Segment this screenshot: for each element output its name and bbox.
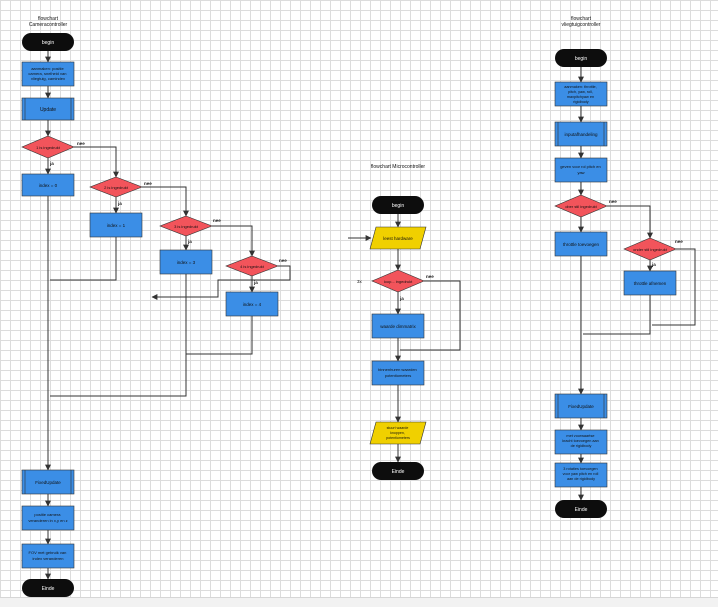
- plane-input-subprocess: [554, 121, 608, 147]
- camera-no-label-3: nee: [213, 218, 221, 223]
- camera-connectors: [45, 51, 291, 580]
- plane-init-label: aanmaken: throttle, pitch, yaw, roll, ma…: [564, 85, 598, 104]
- micro-save-label: waarde dimmatrix: [380, 324, 416, 329]
- camera-index3-process: [159, 249, 213, 275]
- camera-decision-1-label: 1 is ingedrukt: [36, 145, 61, 150]
- camera-fov-process: [21, 543, 75, 569]
- micro-combine-process: [371, 360, 425, 386]
- camera-init-process: [21, 61, 75, 87]
- camera-end-terminator: [22, 579, 74, 597]
- plane-decision-1: [554, 194, 608, 218]
- camera-fixedupdate-subprocess: [21, 469, 75, 495]
- plane-rotation-label: 3 rotaties toevoegen voor yaw pitch en r…: [563, 467, 600, 481]
- camera-no-label-4: nee: [279, 258, 287, 263]
- plane-init-process: [554, 81, 608, 107]
- micro-send-label: stuurt waarde knoppen, potentiometers: [386, 426, 410, 440]
- camera-yes-label-1: ja: [49, 161, 54, 166]
- micro-loop-decision: [371, 269, 425, 293]
- micro-send-io: [369, 421, 427, 445]
- plane-throttle-up-label: throttle toevoegen: [563, 242, 600, 247]
- micro-save-process: [371, 313, 425, 339]
- bottom-scroll-strip[interactable]: [0, 597, 718, 607]
- camera-begin-label: begin: [42, 40, 54, 46]
- camera-index4-label: index = 4: [243, 302, 262, 307]
- camera-decision-4: [225, 255, 279, 277]
- camera-end-label: Einde: [42, 586, 55, 592]
- micro-end-terminator: [372, 462, 424, 480]
- micro-begin-label: begin: [392, 203, 404, 209]
- micro-end-label: Einde: [392, 469, 405, 475]
- camera-decision-3-label: 3 is ingedrukt: [174, 224, 199, 229]
- micro-no-label: nee: [426, 274, 434, 279]
- micro-yes-label: ja: [399, 296, 404, 301]
- camera-index3-label: index = 3: [177, 260, 196, 265]
- plane-begin-terminator: [555, 49, 607, 67]
- plane-fixedupdate-label: FixedUpdate: [568, 404, 594, 409]
- plane-flowchart: flowchart vliegtuigcontroller begin aanm…: [554, 16, 696, 518]
- plane-rotation-process: [554, 462, 608, 488]
- plane-force-process: [554, 429, 608, 455]
- camera-yes-label-3: ja: [187, 239, 192, 244]
- micro-read-label: leest hardware: [383, 236, 413, 241]
- plane-begin-label: begin: [575, 56, 587, 62]
- plane-decision-2: [623, 237, 677, 261]
- plane-no-label-2: nee: [675, 239, 683, 244]
- plane-no-label-1: nee: [609, 199, 617, 204]
- plane-connectors: [578, 67, 696, 501]
- plane-end-terminator: [555, 500, 607, 518]
- plane-fixedupdate-subprocess: [554, 393, 608, 419]
- camera-fov-label: FOV met gebruik van index veranderen: [29, 550, 68, 561]
- camera-flowchart: flowchart Cameracontroller begin: [21, 16, 291, 597]
- camera-decision-1: [21, 135, 75, 159]
- plane-throttle-up-process: [554, 231, 608, 257]
- camera-begin-terminator: [22, 33, 74, 51]
- camera-init-label: aanmaken: positie camera, snelheid van v…: [28, 66, 67, 81]
- camera-title-line2: Cameracontroller: [29, 22, 68, 28]
- micro-title: flowchart Microcontroller: [371, 164, 426, 170]
- camera-update-label: Update: [40, 107, 56, 113]
- plane-yes-label-2: ja: [651, 262, 656, 267]
- micro-flowchart: flowchart Microcontroller begin leest ha…: [348, 164, 461, 480]
- camera-decision-2-label: 2 is ingedrukt: [104, 185, 129, 190]
- plane-pitchyaw-label: geven voor rol pitch en yaw: [560, 164, 602, 175]
- camera-yes-label-2: ja: [117, 201, 122, 206]
- camera-yes-label-4: ja: [253, 280, 258, 285]
- camera-no-label-2: nee: [144, 181, 152, 186]
- camera-index1-label: index = 1: [107, 223, 126, 228]
- micro-combine-label: binnenhuren waarden potentiometers: [378, 367, 418, 378]
- plane-throttle-down-label: throttle afnemen: [634, 281, 667, 286]
- plane-input-label: inputafhandeling: [564, 132, 598, 137]
- plane-title-line1: flowchart: [571, 16, 592, 22]
- plane-end-label: Einde: [575, 507, 588, 513]
- camera-index4-process: [225, 291, 279, 317]
- camera-decision-3: [159, 215, 213, 237]
- micro-loop-label: loop... ingedrukt: [384, 279, 413, 284]
- camera-position-process: [21, 505, 75, 531]
- plane-decision-2-label: onder stil ingedrukt: [633, 247, 668, 252]
- camera-fixedupdate-label: FixedUpdate: [35, 480, 61, 485]
- camera-no-label-1: nee: [77, 141, 85, 146]
- plane-title-line2: vliegtuigcontroller: [562, 22, 601, 28]
- camera-title-line1: flowchart: [38, 16, 59, 22]
- camera-decision-4-label: 4 is ingedrukt: [240, 264, 265, 269]
- plane-force-label: met voorwaartse kracht toevoegen aan de …: [562, 434, 600, 448]
- camera-position-label: positie camera veranderen in x,y en z: [28, 512, 67, 523]
- camera-index1-process: [89, 212, 143, 238]
- plane-pitchyaw-process: [554, 157, 608, 183]
- camera-update-subprocess: [21, 97, 75, 121]
- micro-read-io: [369, 226, 427, 250]
- micro-connectors: [348, 214, 461, 463]
- micro-counter-label: 3x: [357, 279, 363, 284]
- plane-throttle-down-process: [623, 270, 677, 296]
- camera-decision-2: [89, 176, 143, 198]
- plane-decision-1-label: ober stil ingedrukt: [565, 204, 597, 209]
- camera-index0-label: index = 0: [39, 183, 58, 188]
- camera-index0-process: [21, 173, 75, 197]
- micro-begin-terminator: [372, 196, 424, 214]
